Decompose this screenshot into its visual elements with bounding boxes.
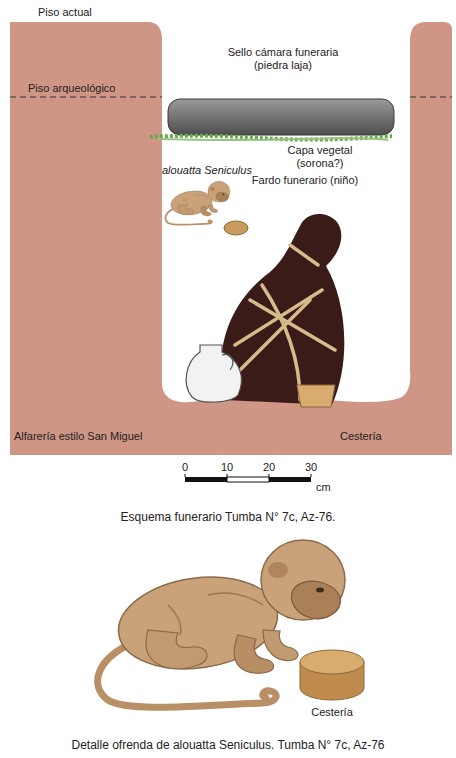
floor-label: Piso arqueológico bbox=[28, 82, 148, 95]
pottery-vessel bbox=[186, 345, 241, 402]
figure-caption: Esquema funerario Tumba N° 7c, Az-76. bbox=[8, 510, 448, 524]
archaeological-floor-line bbox=[410, 97, 452, 98]
scale-number: 30 bbox=[296, 461, 326, 474]
small-basket bbox=[224, 221, 248, 235]
basket-label: Cestería bbox=[287, 706, 377, 719]
basket bbox=[297, 385, 335, 407]
soil-section bbox=[10, 22, 452, 455]
slab-label: Sello cámara funeraria (piedra laja) bbox=[213, 46, 353, 72]
figure-caption: Detalle ofrenda de alouatta Seniculus. T… bbox=[4, 738, 452, 752]
stone-slab bbox=[168, 99, 394, 135]
scale-number: 20 bbox=[254, 461, 284, 474]
basket-detail bbox=[300, 650, 364, 700]
scale-unit: cm bbox=[316, 481, 346, 494]
archaeological-floor-line bbox=[10, 97, 162, 98]
monkey-offering bbox=[165, 181, 229, 224]
floor-label: Piso actual bbox=[38, 6, 128, 19]
scale-number: 10 bbox=[212, 461, 242, 474]
pottery-label: Alfarería estilo San Miguel bbox=[14, 430, 214, 443]
basket-label: Cestería bbox=[340, 430, 430, 443]
bundle-label: Fardo funerario (niño) bbox=[250, 174, 360, 187]
layer-label: Capa vegetal (sorona?) bbox=[275, 144, 365, 170]
vegetal-layer bbox=[150, 136, 392, 140]
scale-number: 0 bbox=[170, 461, 200, 474]
